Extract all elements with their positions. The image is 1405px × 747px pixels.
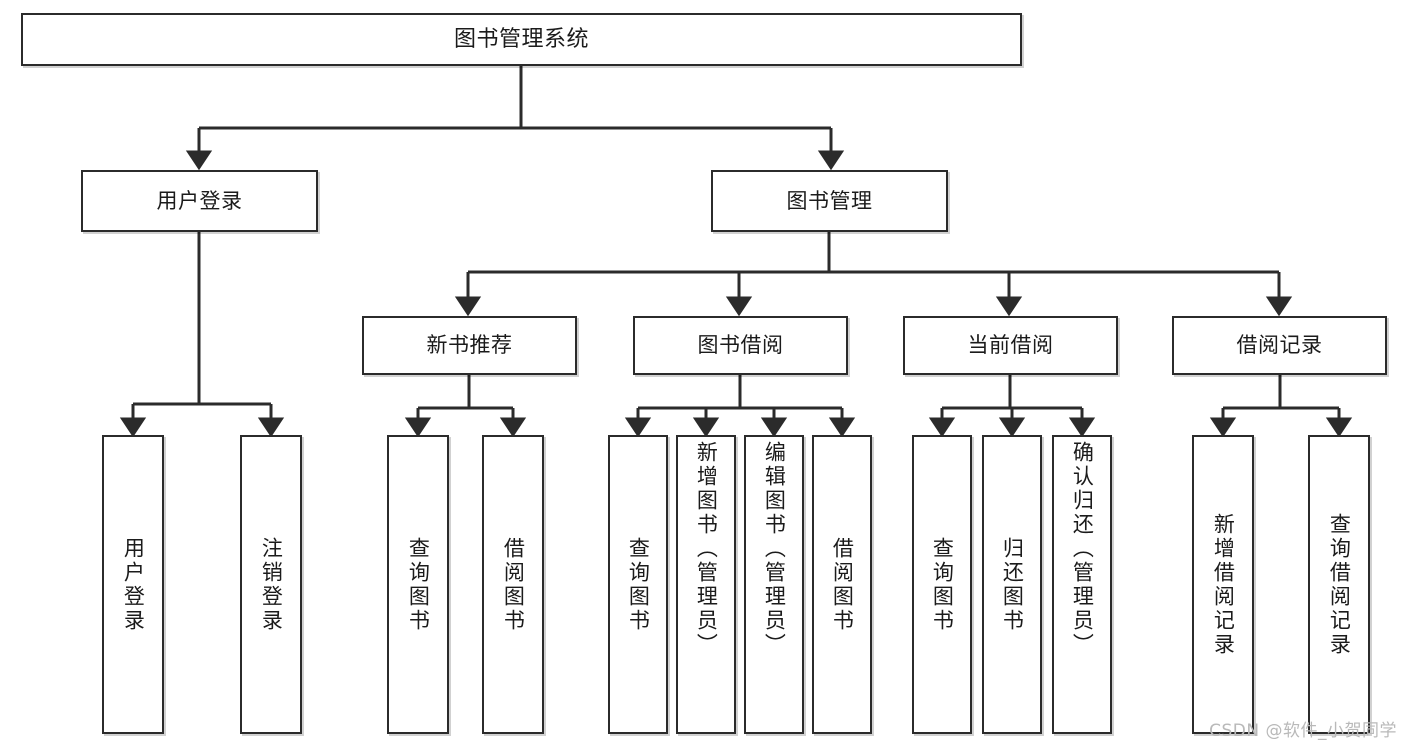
node-leaf-user-login-label: 用户登录 bbox=[121, 536, 146, 633]
node-leaf-query-book-rec-label: 查询图书 bbox=[406, 536, 431, 633]
node-leaf-borrow-book-rec[interactable]: 借阅图书 bbox=[482, 435, 544, 734]
node-leaf-query-book-current[interactable]: 查询图书 bbox=[912, 435, 972, 734]
node-leaf-edit-book-admin-label: 编辑图书（管理员） bbox=[762, 441, 787, 657]
node-root-label: 图书管理系统 bbox=[453, 26, 589, 52]
node-leaf-confirm-return-admin-label: 确认归还（管理员） bbox=[1070, 441, 1095, 657]
node-user-login-label: 用户登录 bbox=[156, 188, 243, 213]
csdn-watermark: CSDN @软件_小贺同学 bbox=[1209, 721, 1397, 741]
node-book-borrow[interactable]: 图书借阅 bbox=[633, 316, 848, 375]
node-book-management-label: 图书管理 bbox=[786, 188, 873, 213]
node-leaf-edit-book-admin[interactable]: 编辑图书（管理员） bbox=[744, 435, 804, 734]
node-borrow-record[interactable]: 借阅记录 bbox=[1172, 316, 1387, 375]
node-current-borrow[interactable]: 当前借阅 bbox=[903, 316, 1118, 375]
node-leaf-logout-login[interactable]: 注销登录 bbox=[240, 435, 302, 734]
node-new-book-recommend-label: 新书推荐 bbox=[426, 333, 513, 358]
node-leaf-add-book-admin-label: 新增图书（管理员） bbox=[694, 441, 719, 657]
node-leaf-return-book[interactable]: 归还图书 bbox=[982, 435, 1042, 734]
node-new-book-recommend[interactable]: 新书推荐 bbox=[362, 316, 577, 375]
node-leaf-query-borrow-record[interactable]: 查询借阅记录 bbox=[1308, 435, 1370, 734]
node-leaf-query-book-rec[interactable]: 查询图书 bbox=[387, 435, 449, 734]
node-root[interactable]: 图书管理系统 bbox=[21, 13, 1022, 66]
node-leaf-confirm-return-admin[interactable]: 确认归还（管理员） bbox=[1052, 435, 1112, 734]
node-leaf-borrow-book-label: 借阅图书 bbox=[830, 536, 855, 633]
node-leaf-query-borrow-record-label: 查询借阅记录 bbox=[1327, 512, 1352, 657]
node-leaf-query-book-borrow-label: 查询图书 bbox=[626, 536, 651, 633]
node-leaf-logout-login-label: 注销登录 bbox=[259, 536, 284, 633]
node-leaf-add-book-admin[interactable]: 新增图书（管理员） bbox=[676, 435, 736, 734]
node-user-login[interactable]: 用户登录 bbox=[81, 170, 318, 232]
node-current-borrow-label: 当前借阅 bbox=[967, 333, 1054, 358]
node-book-borrow-label: 图书借阅 bbox=[697, 333, 784, 358]
node-leaf-add-borrow-record[interactable]: 新增借阅记录 bbox=[1192, 435, 1254, 734]
node-leaf-borrow-book[interactable]: 借阅图书 bbox=[812, 435, 872, 734]
node-borrow-record-label: 借阅记录 bbox=[1236, 333, 1323, 358]
node-leaf-query-book-current-label: 查询图书 bbox=[930, 536, 955, 633]
node-book-management[interactable]: 图书管理 bbox=[711, 170, 948, 232]
node-leaf-add-borrow-record-label: 新增借阅记录 bbox=[1211, 512, 1236, 657]
node-leaf-borrow-book-rec-label: 借阅图书 bbox=[501, 536, 526, 633]
node-leaf-query-book-borrow[interactable]: 查询图书 bbox=[608, 435, 668, 734]
node-leaf-return-book-label: 归还图书 bbox=[1000, 536, 1025, 633]
node-leaf-user-login[interactable]: 用户登录 bbox=[102, 435, 164, 734]
